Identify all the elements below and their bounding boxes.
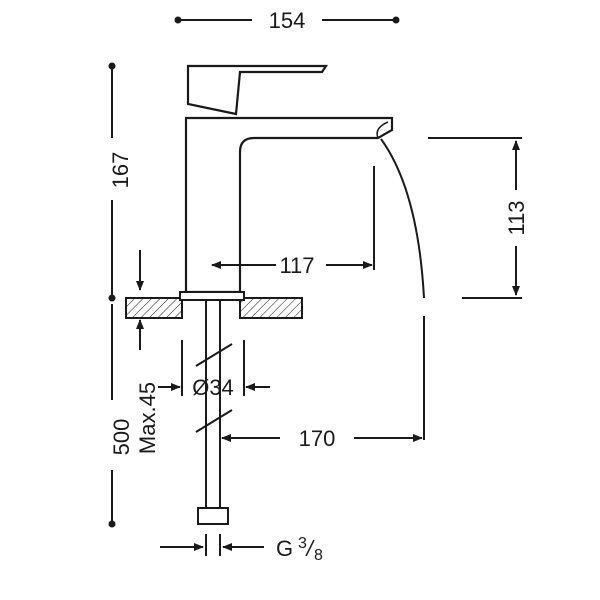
countertop: [125, 297, 303, 319]
dimension-diameter: Ø34: [158, 340, 270, 400]
dimension-hose-length: 500: [108, 304, 134, 528]
water-stream: [380, 138, 425, 440]
hose-length-label: 500: [109, 419, 134, 456]
supply-hose: [195, 300, 233, 525]
water-reach-label: 170: [299, 426, 336, 451]
spout-projection-label: 117: [279, 253, 314, 278]
max-deck-label: Max.45: [135, 382, 160, 454]
thread-denominator: 8: [314, 547, 323, 564]
dimension-max-deck: Max.45: [135, 250, 160, 454]
overall-width-label: 154: [269, 8, 306, 33]
dimension-spout-projection: 117: [211, 166, 375, 278]
dimension-water-reach: 170: [221, 426, 423, 451]
dimension-overall-width: 154: [174, 8, 400, 33]
spout-height-label: 113: [504, 200, 529, 235]
dimension-total-height: 167: [108, 62, 133, 302]
thread-numerator: 3: [298, 535, 307, 552]
diameter-label: Ø34: [192, 375, 234, 400]
dimension-connection: G 3 8: [160, 534, 323, 564]
faucet-body: [179, 64, 394, 301]
connection-label: G: [276, 536, 293, 561]
dimension-spout-height: 113: [428, 137, 529, 299]
total-height-label: 167: [108, 152, 133, 189]
